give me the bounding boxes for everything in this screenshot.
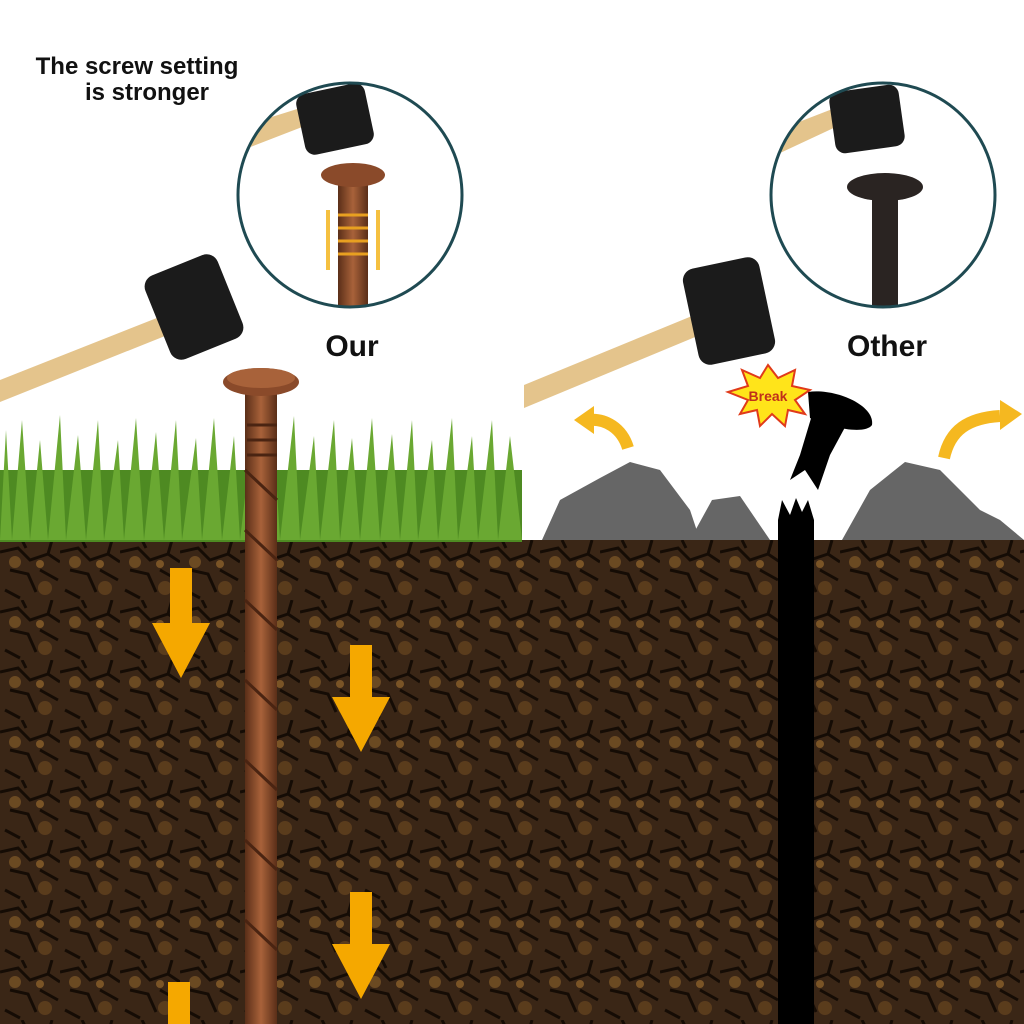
our-detail-circle — [236, 81, 464, 309]
headline-line1: The screw setting — [36, 53, 239, 80]
rocks — [542, 462, 1024, 540]
break-burst: Break — [724, 363, 813, 429]
down-arrow-icon — [332, 645, 390, 752]
curved-arrow-icons — [574, 400, 1022, 460]
curved-arrow-icon — [938, 410, 1001, 460]
down-arrow-icon — [152, 568, 210, 678]
headline-line2: is stronger — [85, 79, 209, 106]
down-arrow-icon — [168, 982, 190, 1024]
other-detail-circle — [769, 81, 997, 309]
soil-ground — [0, 540, 1024, 1024]
hammer-right — [524, 257, 776, 408]
broken-stake — [778, 391, 873, 1024]
down-arrow-icons — [152, 568, 390, 1024]
hammer-left — [0, 254, 244, 402]
our-label: Our — [325, 330, 379, 363]
other-label: Other — [847, 330, 927, 363]
down-arrow-icon — [332, 892, 390, 999]
break-label: Break — [749, 388, 788, 404]
our-stake — [223, 368, 299, 1024]
